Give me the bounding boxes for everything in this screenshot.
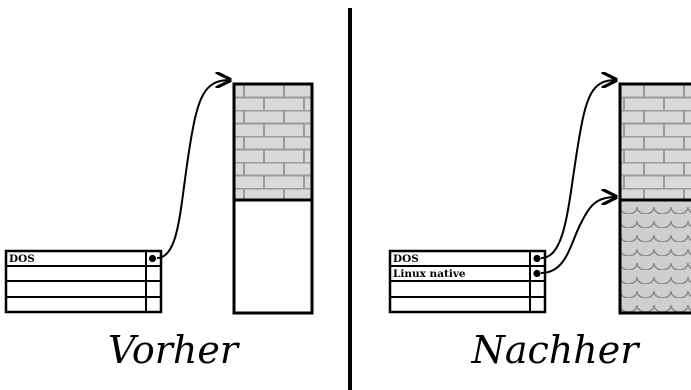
dos-partition-area: [234, 84, 312, 200]
partition-entry-1: DOS: [393, 253, 419, 265]
linux-partition-area: [620, 200, 691, 313]
free-space-area: [234, 200, 312, 313]
pointer-dot: [148, 254, 157, 263]
caption-after: Nachher: [471, 328, 642, 372]
after-disk: [618, 82, 691, 315]
pointer-arrow-linux: [540, 197, 616, 274]
caption-before: Vorher: [108, 328, 241, 372]
pointer-dot: [533, 254, 541, 263]
pointer-arrow-dos: [540, 80, 616, 259]
pointer-arrow: [156, 80, 230, 259]
before-partition-table: DOS: [4, 249, 163, 314]
partition-entry-1: DOS: [9, 253, 35, 265]
after-partition-table: DOS Linux native: [388, 249, 547, 314]
before-disk: [232, 82, 314, 315]
pointer-dot: [533, 269, 541, 278]
after-panel: DOS Linux native Nachher: [388, 80, 691, 372]
dos-partition-area: [620, 84, 691, 200]
partition-entry-2: Linux native: [393, 268, 466, 280]
before-panel: DOS Vorher: [4, 80, 314, 372]
